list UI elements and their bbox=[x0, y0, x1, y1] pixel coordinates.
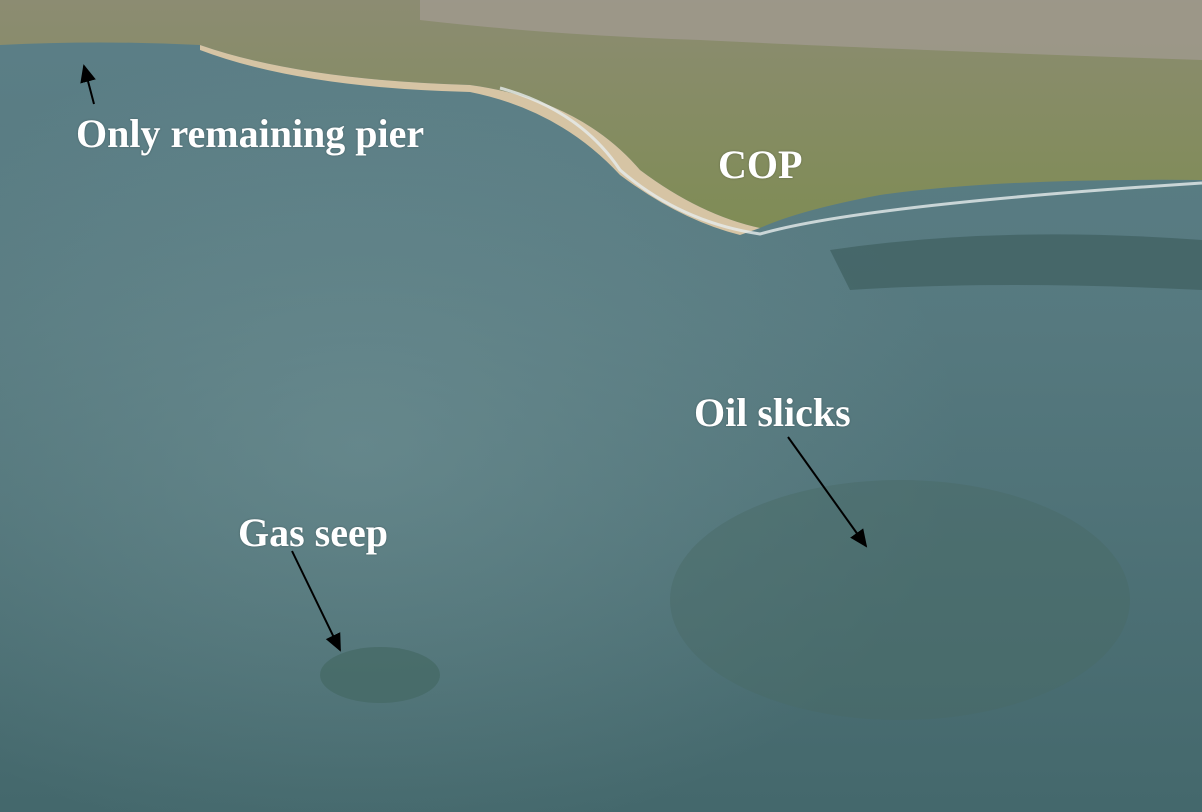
pier-label: Only remaining pier bbox=[76, 111, 425, 156]
cop-label: COP bbox=[718, 142, 803, 187]
pier-arrow bbox=[80, 64, 96, 105]
oil-slicks-label: Oil slicks bbox=[694, 390, 851, 435]
surf bbox=[499, 86, 1202, 236]
oil-slick-patch bbox=[670, 480, 1130, 720]
oil-slicks-arrow bbox=[787, 436, 868, 548]
gas-seep-arrow bbox=[291, 550, 341, 652]
gas-seep-patch bbox=[320, 647, 440, 703]
town bbox=[420, 0, 1202, 60]
kelp-bed bbox=[830, 234, 1202, 290]
beach bbox=[200, 45, 760, 235]
gas-seep-label: Gas seep bbox=[238, 510, 388, 555]
land bbox=[0, 0, 1202, 228]
